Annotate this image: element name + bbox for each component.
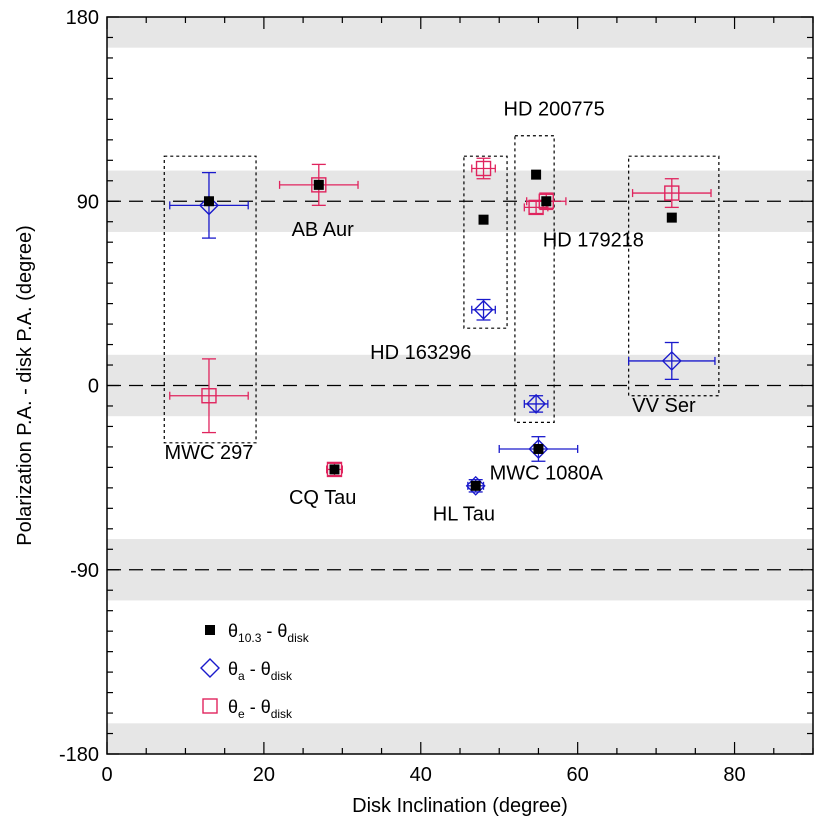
dashed-reference-lines [107,200,813,571]
legend-entry-label: θa - θdisk [228,659,293,683]
y-tick-label: 180 [66,7,99,29]
theta103-marker [203,196,214,207]
data-markers [198,160,682,496]
theta103-marker [313,179,324,190]
theta_a-marker [661,350,682,371]
object-label: MWC 297 [165,442,254,464]
object-label: VV Ser [632,395,696,417]
theta_e-marker [538,193,554,209]
group-box [463,155,508,329]
object-label: AB Aur [292,219,355,241]
theta_a-marker [526,393,547,414]
theta_e-marker [311,177,327,193]
theta_e-marker [475,160,492,177]
theta103-marker [541,196,552,207]
x-tick-label: 0 [101,764,112,786]
theta103-marker [533,443,544,454]
y-tick-label: 90 [77,191,99,213]
x-tick-label: 20 [253,764,275,786]
theta103-marker [470,480,481,491]
x-tick-label: 80 [723,764,745,786]
axis-ticks [106,16,814,755]
legend-marker [205,625,215,635]
theta_a-marker [198,195,219,216]
theta_e-marker [528,199,544,216]
theta103-marker [478,214,489,225]
group-box [628,155,720,397]
x-tick-label: 40 [410,764,432,786]
y-tick-label: 0 [88,376,99,398]
theta_e-marker [326,461,343,478]
object-label: HL Tau [433,504,495,526]
theta103-marker [531,169,542,180]
group-boxes [163,135,720,444]
object-label: CQ Tau [289,487,356,509]
legend-entry-label: θe - θdisk [228,697,293,721]
y-tick-label: -90 [70,560,99,582]
x-axis-title: Disk Inclination (degree) [352,795,568,817]
legend: θ10.3 - θdisk θa - θdisk θe - θdisk [200,621,310,721]
x-tick-label: 60 [567,764,589,786]
theta_a-marker [465,475,486,496]
object-label: HD 179218 [543,229,644,251]
axis-tick-labels: 0 20 40 60 80 -180 -90 0 90 180 [59,7,746,786]
legend-entry-label: θ10.3 - θdisk [228,621,310,645]
theta_e-marker [201,388,217,404]
theta_e-marker [664,185,680,201]
theta_a-marker [528,438,549,459]
object-label: HD 200775 [504,98,605,120]
legend-marker [200,658,220,678]
theta_a-marker [473,299,494,320]
group-box [163,155,257,444]
theta103-marker [666,212,677,223]
legend-marker [202,698,218,714]
y-tick-label: -180 [59,744,99,766]
y-axis-title: Polarization P.A. - disk P.A. (degree) [14,225,36,546]
object-label: HD 163296 [370,342,471,364]
group-box [514,135,555,423]
object-label: MWC 1080A [490,463,604,485]
theta103-marker [329,464,340,475]
